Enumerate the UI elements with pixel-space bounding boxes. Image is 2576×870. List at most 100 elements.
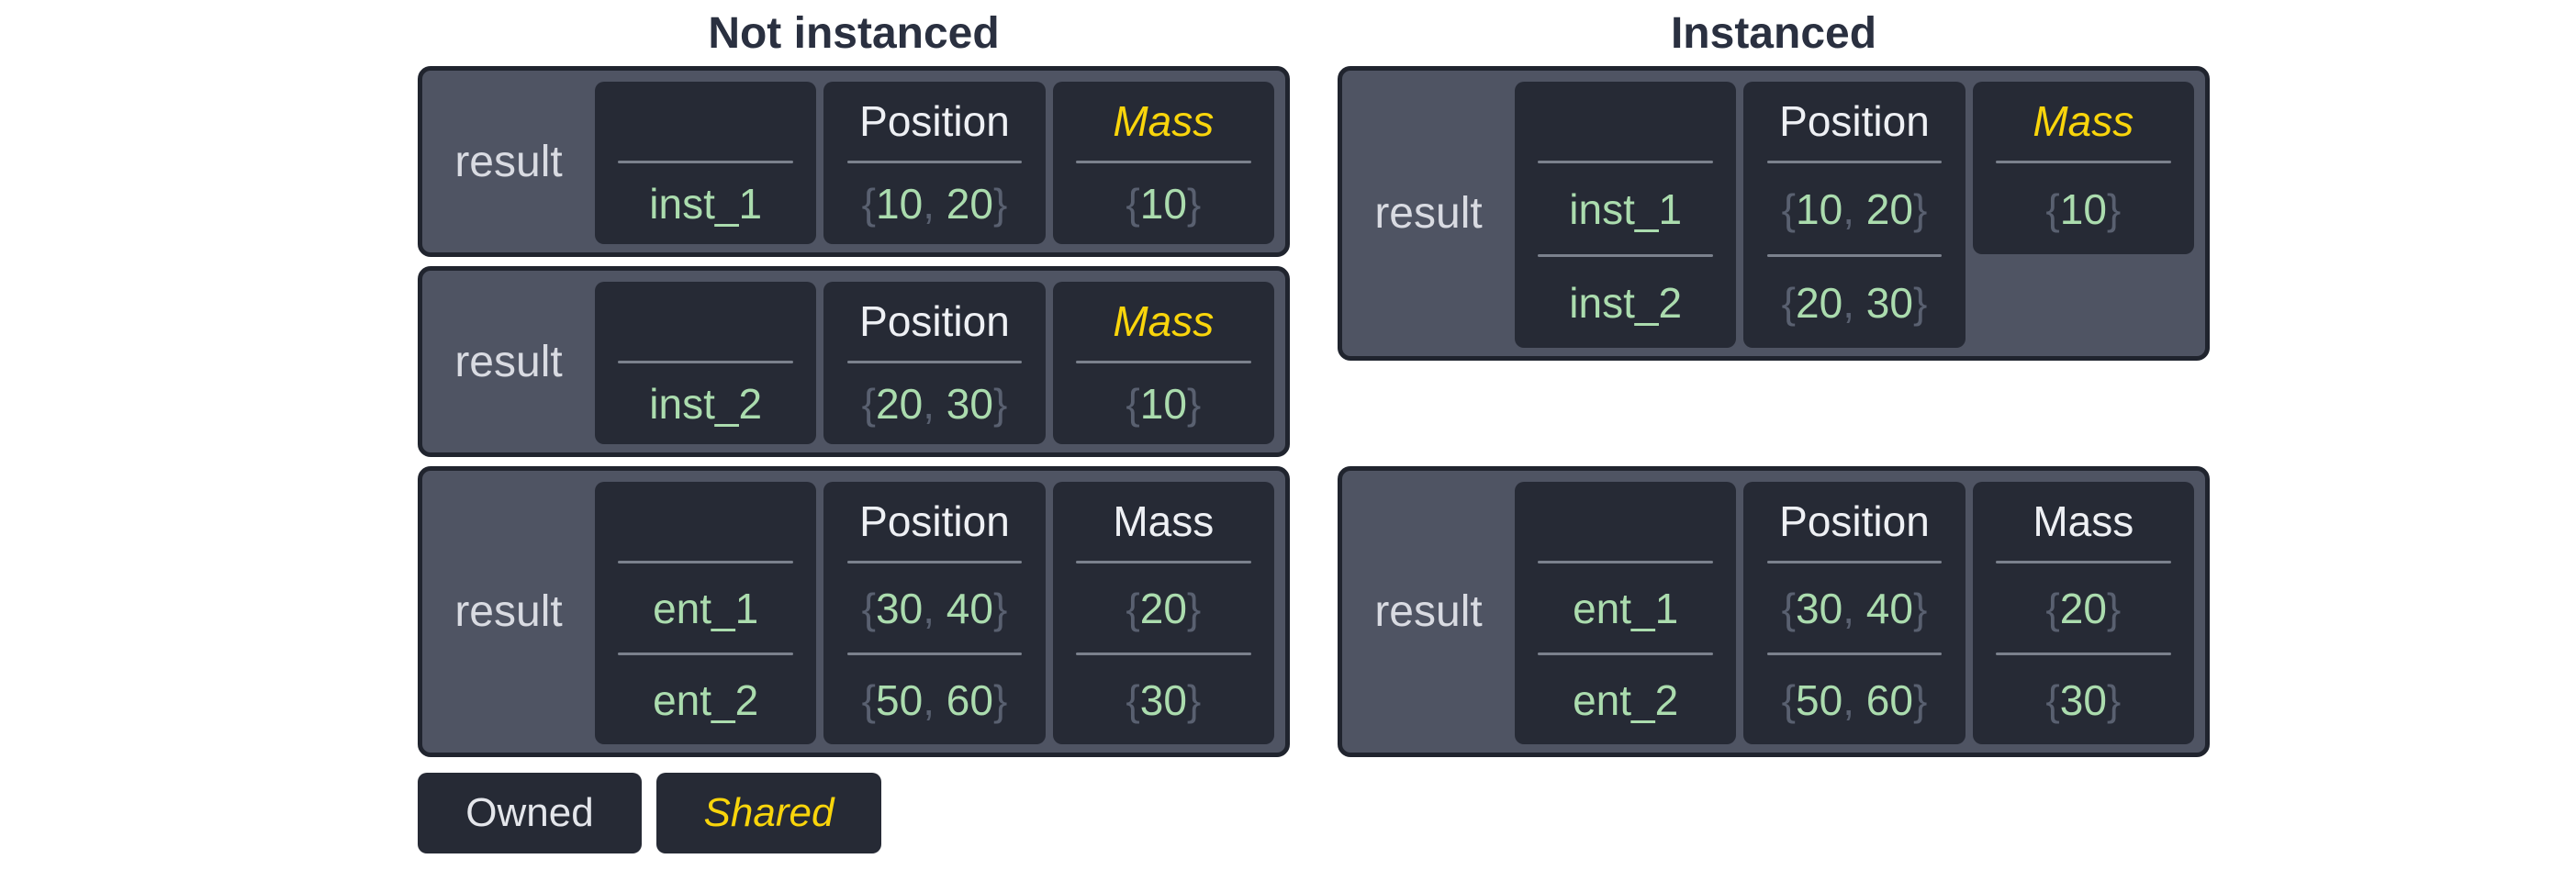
cell-value: inst_2	[1569, 278, 1683, 327]
value-punctuation: {	[2045, 675, 2060, 724]
value-number: 60	[1865, 675, 1913, 724]
value-number: 10	[2059, 184, 2107, 233]
value-number: 30	[946, 380, 993, 428]
component-cell-position: Position{10, 20}{20, 30}	[1743, 82, 1966, 348]
cell-header: Position	[859, 97, 1010, 145]
cell-value: {10, 20}	[1743, 163, 1965, 254]
row-separator	[1538, 561, 1713, 563]
cell-value: {30, 40}	[823, 563, 1045, 652]
value-punctuation: {	[861, 180, 877, 228]
value-number: 40	[946, 584, 993, 632]
cell-header: Position	[859, 497, 1010, 545]
value-punctuation: }	[1912, 278, 1928, 327]
value-number: 10	[1139, 380, 1187, 428]
cell-value: {20}	[1973, 563, 2194, 652]
row-separator	[846, 652, 1023, 655]
row-separator	[618, 652, 793, 655]
value-number: 20	[1139, 584, 1187, 632]
value-punctuation: ,	[923, 584, 946, 632]
result-label: result	[454, 137, 563, 186]
row-separator	[618, 361, 793, 363]
value-number: 30	[1865, 278, 1913, 327]
value-number: 50	[1796, 675, 1843, 724]
row-separator	[1996, 652, 2171, 655]
value-punctuation: {	[1126, 675, 1140, 724]
cell-header: Position	[1779, 497, 1930, 545]
component-cell-entity-names: inst_2	[595, 282, 817, 444]
cell-value: inst_1	[649, 180, 763, 228]
result-label: result	[1374, 587, 1483, 636]
value-punctuation: {	[861, 380, 877, 428]
row-separator	[1766, 161, 1943, 163]
value-punctuation: {	[2045, 184, 2060, 233]
component-cell-entity-names: inst_1	[595, 82, 817, 244]
value-punctuation: {	[1126, 380, 1140, 428]
value-punctuation: }	[1912, 675, 1928, 724]
value-number: 10	[1796, 184, 1843, 233]
value-number: 50	[876, 675, 924, 724]
legend-shared: Shared	[656, 773, 881, 853]
cell-value: ent_2	[653, 675, 759, 724]
component-cell-entity-names: ent_1 ent_2	[595, 482, 817, 744]
legend-owned: Owned	[418, 773, 642, 853]
cell-value: {50, 60}	[823, 655, 1045, 744]
value-punctuation: ,	[1842, 278, 1866, 327]
cell-value: {30}	[1973, 655, 2194, 744]
row-separator	[846, 561, 1023, 563]
value-punctuation: ,	[923, 675, 946, 724]
value-punctuation: {	[861, 675, 877, 724]
row-separator	[1766, 254, 1943, 257]
cell-value: {30}	[1053, 655, 1274, 744]
component-cell-mass: Mass{20}{30}	[1972, 482, 2194, 744]
value-punctuation: }	[992, 380, 1008, 428]
result-label: result	[454, 587, 563, 636]
value-number: 20	[946, 180, 993, 228]
value-number: 30	[876, 584, 924, 632]
value-punctuation: ,	[1842, 184, 1866, 233]
value-punctuation: {	[1126, 584, 1140, 632]
value-number: 40	[1865, 584, 1913, 632]
cell-header: Mass	[2033, 97, 2134, 145]
value-punctuation: }	[992, 180, 1008, 228]
legend-shared-label: Shared	[703, 790, 834, 835]
component-cell-position: Position{10, 20}	[823, 82, 1046, 244]
component-cell-position: Position {30, 40}{50, 60}	[823, 482, 1046, 744]
cell-value: {30, 40}	[1743, 563, 1965, 652]
cell-header	[1515, 482, 1736, 561]
value-punctuation: }	[1186, 675, 1202, 724]
value-punctuation: }	[2106, 675, 2122, 724]
instanced-title: Instanced	[1670, 9, 1877, 58]
row-separator	[846, 361, 1023, 363]
value-punctuation: }	[1186, 180, 1202, 228]
value-punctuation: {	[861, 584, 877, 632]
row-separator	[1076, 652, 1251, 655]
value-punctuation: ,	[923, 180, 946, 228]
cell-value: {20, 30}	[1743, 257, 1965, 348]
value-punctuation: ,	[1842, 584, 1866, 632]
cell-value: {10}	[1973, 163, 2194, 254]
value-punctuation: }	[1186, 584, 1202, 632]
component-cell-mass: Mass{20}{30}	[1052, 482, 1274, 744]
row-separator	[1076, 561, 1251, 563]
cell-value: ent_1	[653, 584, 759, 632]
component-cell-position: Position{20, 30}	[823, 282, 1046, 444]
row-separator	[1076, 161, 1251, 163]
cell-header: Mass	[1113, 497, 1215, 545]
value-punctuation: }	[1912, 584, 1928, 632]
cell-header	[595, 482, 816, 561]
value-punctuation: {	[2045, 584, 2060, 632]
value-punctuation: }	[1912, 184, 1928, 233]
row-separator	[846, 161, 1023, 163]
value-punctuation: }	[2106, 584, 2122, 632]
cell-header	[1515, 82, 1736, 161]
value-punctuation: ,	[923, 380, 946, 428]
row-separator	[1996, 161, 2171, 163]
value-number: 60	[946, 675, 993, 724]
